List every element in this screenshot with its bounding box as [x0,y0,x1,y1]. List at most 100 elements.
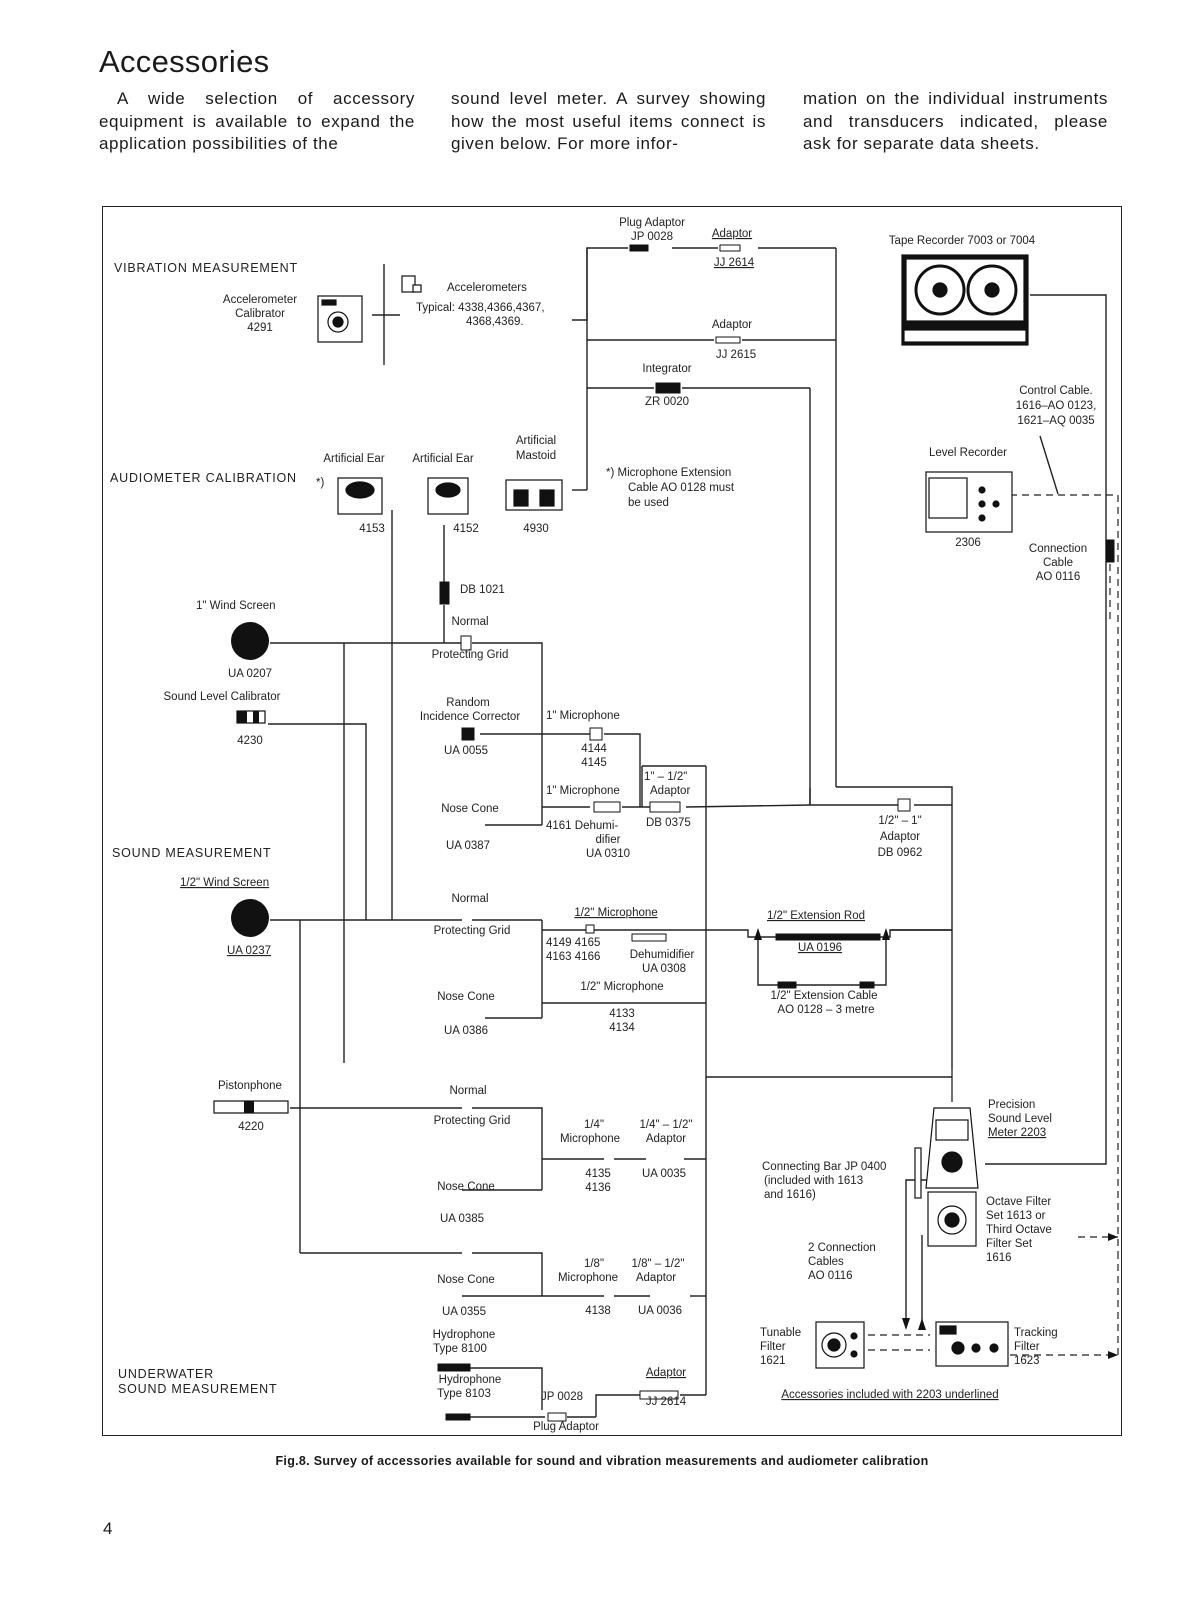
nose3-label: Nose Cone [437,1181,495,1193]
nose4-no: UA 0355 [442,1306,486,1318]
e-mic-no: 4138 [585,1305,611,1317]
normal-2: Normal [451,893,488,905]
art-ear-b-label: Artificial Ear [412,453,474,465]
hydro1-1: Hydrophone [433,1329,496,1341]
e-adapt-no: UA 0036 [638,1305,682,1317]
adaptor-bottom-1: Adaptor [646,1367,686,1379]
nose3-no: UA 0385 [440,1213,484,1225]
adapt-1-half-2: Adaptor [650,785,690,797]
level-recorder-label: Level Recorder [929,447,1007,459]
adapt-1-half-1: 1" – 1/2" [644,771,687,783]
tunable-filter-icon [815,1321,865,1369]
ext-rod-label: 1/2" Extension Rod [767,910,865,922]
grid-1: Protecting Grid [432,649,509,661]
mic1-no-1: 4144 [581,743,607,755]
ric-1: Random [446,697,489,709]
q-mic-1: 1/4" [584,1119,604,1131]
half-mic2-no-2: 4134 [609,1022,635,1034]
ext-cable-2: AO 0128 – 3 metre [777,1004,874,1016]
intro-paragraph-col1: A wide selection of accessory equipment … [99,89,415,153]
artificial-mastoid-icon [505,479,563,511]
half-mic-label: 1/2" Microphone [574,907,657,919]
q-adapt-1: 1/4" – 1/2" [640,1119,693,1131]
section-underwater-2: SOUND MEASUREMENT [118,1382,277,1396]
adapt-half-1-2: Adaptor [880,831,920,843]
control-cable-1: Control Cable. [1019,385,1093,397]
integrator-1: Integrator [642,363,691,375]
slc-label: Sound Level Calibrator [164,691,281,703]
mic1-no-2: 4145 [581,757,607,769]
two-cables-1: 2 Connection [808,1242,876,1254]
figure-caption: Fig.8. Survey of accessories available f… [275,1454,929,1468]
art-ear-b-no: 4152 [453,523,479,535]
e-adapt-1: 1/8" – 1/2" [632,1258,685,1270]
hydro1-2: Type 8100 [433,1343,487,1355]
mic1-label: 1" Microphone [546,710,620,722]
plug-adaptor-top-2: JP 0028 [631,231,673,243]
accelerometer-icon [401,275,422,293]
conn-bar-2: (included with 1613 [764,1175,863,1187]
e-adapt-2: Adaptor [636,1272,676,1284]
slm-3: Meter 2203 [988,1127,1046,1139]
q-adapt-no: UA 0035 [642,1168,686,1180]
nose1-label: Nose Cone [441,803,499,815]
tunable-3: 1621 [760,1355,786,1367]
adaptor-jj2614-1: Adaptor [712,228,752,240]
hydro2-2: Type 8103 [437,1388,491,1400]
hydro2-1: Hydrophone [439,1374,502,1386]
wind1-label: 1" Wind Screen [196,600,276,612]
half-mic2-label: 1/2" Microphone [580,981,663,993]
dehum-2: difier [596,834,621,846]
art-mastoid-2: Mastoid [516,450,556,462]
tunable-2: Filter [760,1341,786,1353]
accels-label-3: 4368,4369. [466,316,524,328]
intro-paragraph-col2: sound level meter. A survey showing how … [451,89,766,153]
section-sound: SOUND MEASUREMENT [112,846,271,860]
conn-bar-1: Connecting Bar JP 0400 [762,1161,886,1173]
grid-3: Protecting Grid [434,1115,511,1127]
nose1-no: UA 0387 [446,840,490,852]
half-mic-nos-2: 4163 4166 [546,951,600,963]
adapt-half-1-1: 1/2" – 1" [878,815,921,827]
octave-5: 1616 [986,1252,1012,1264]
db0375-label: DB 0375 [646,817,691,829]
dehum-3: UA 0310 [586,848,630,860]
accels-label-2: Typical: 4338,4366,4367, [416,302,545,314]
artificial-ear-4152-icon [427,477,469,515]
art-ear-a-label: Artificial Ear [323,453,385,465]
octave-1: Octave Filter [986,1196,1051,1208]
section-vibration: VIBRATION MEASUREMENT [114,261,298,275]
nose4-label: Nose Cone [437,1274,495,1286]
tape-recorder-label: Tape Recorder 7003 or 7004 [889,235,1036,247]
art-ear-a-no: 4153 [359,523,385,535]
accels-label-1: Accelerometers [447,282,527,294]
q-nos-1: 4135 [585,1168,611,1180]
control-cable-3: 1621–AQ 0035 [1017,415,1094,427]
jp0028-label: JP 0028 [541,1391,583,1403]
acc-cal-label-1: Accelerometer [223,294,297,306]
acc-cal-label-2: Calibrator [235,308,285,320]
integrator-2: ZR 0020 [645,396,689,408]
wind1-no: UA 0207 [228,668,272,680]
tracking-1: Tracking [1014,1327,1058,1339]
ext-rod-no: UA 0196 [798,942,842,954]
plug-adaptor-top-1: Plug Adaptor [619,217,685,229]
pistonphone-icon [213,1100,289,1114]
tracking-filter-icon [935,1321,1009,1367]
section-audiometer: AUDIOMETER CALIBRATION [110,471,297,485]
octave-3: Third Octave [986,1224,1052,1236]
db1021-label: DB 1021 [460,584,505,596]
tracking-3: 1623 [1014,1355,1040,1367]
wind-screen-1in-icon [231,622,269,660]
art-mastoid-1: Artificial [516,435,556,447]
sound-level-calibrator-icon [236,710,266,724]
slm-2: Sound Level [988,1113,1052,1125]
level-recorder-no: 2306 [955,537,981,549]
two-cables-2: Cables [808,1256,844,1268]
wind2-label: 1/2" Wind Screen [180,877,269,889]
dehum2-1: Dehumidifier [630,949,695,961]
sound-level-meter-icon [914,1070,979,1247]
arrow-heads [754,928,1118,1359]
tunable-1: Tunable [760,1327,801,1339]
adaptor-jj2615-1: Adaptor [712,319,752,331]
